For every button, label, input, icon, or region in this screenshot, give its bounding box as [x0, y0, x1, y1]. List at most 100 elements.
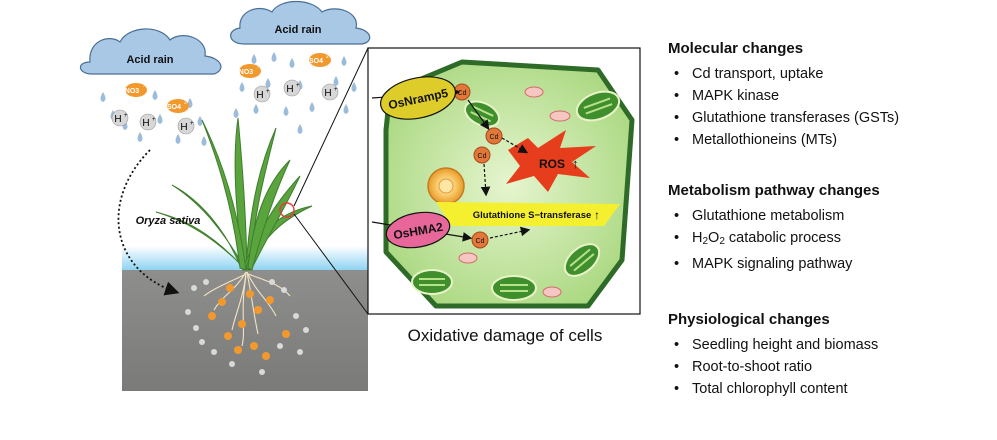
item-text: Glutathione transferases (GSTs) — [692, 110, 900, 126]
cd-ion: Cd — [485, 127, 503, 145]
list-item: •Metallothioneins (MTs) — [668, 129, 988, 151]
uptake-arrow — [117, 149, 180, 296]
h-ion: H + — [111, 109, 129, 127]
ros-up-arrow: ↑ — [572, 156, 579, 171]
no3-charge: - — [257, 65, 259, 71]
cd-ion: Cd — [473, 146, 491, 164]
chloroplasts — [411, 90, 621, 301]
cd-label: Cd — [476, 238, 485, 245]
h-label: H — [256, 90, 263, 101]
item-text: Root-to-shoot ratio — [692, 359, 813, 375]
section-list: • Glutathione metabolism • H2O2 catabolic … — [668, 205, 988, 275]
cloud-left: Acid rain — [79, 28, 222, 75]
list-item: •Cd transport, uptake — [668, 63, 988, 85]
so4-label: SO4 — [167, 104, 181, 111]
no3-label: NO3 — [125, 88, 140, 95]
section-list: •Cd transport, uptake • MAPK kinase • Glut… — [668, 63, 988, 151]
h2o2-sub: 2 — [719, 236, 725, 247]
list-item: • MAPK kinase — [668, 85, 988, 107]
so4-label: SO4 — [309, 58, 323, 65]
soil-cd-ions — [185, 279, 309, 375]
zoom-line-top — [293, 47, 369, 207]
h-ion: H + — [253, 85, 271, 103]
h-ion: H + — [283, 79, 301, 97]
cd-ion: Cd — [471, 231, 489, 249]
zoom-line-bottom — [293, 213, 369, 315]
h-label: H — [142, 118, 149, 129]
plant-name: Oryza sativa — [136, 215, 201, 227]
section-title: Physiological changes — [668, 311, 830, 328]
zoom-circle — [279, 202, 295, 218]
h-plus: + — [190, 121, 194, 127]
item-text: MAPK kinase — [692, 88, 780, 104]
h-plus: + — [124, 113, 128, 119]
h-label: H — [180, 122, 187, 133]
metabolism-section: Metabolism pathway changes • Glutathione … — [668, 182, 988, 275]
gst-label: Glutathione S−transferase — [473, 210, 592, 221]
bullet: • — [674, 88, 680, 104]
item-text: Seedling height and biomass — [692, 337, 879, 353]
list-item: • MAPK signaling pathway — [668, 253, 988, 275]
list-item: • Seedling height and biomass — [668, 334, 988, 356]
list-item: • Root-to-shoot ratio — [668, 356, 988, 378]
item-text: Total chlorophyll content — [692, 381, 848, 397]
bullet: • — [674, 208, 680, 224]
ions-right: NO3 - SO4 2- H + H + H + — [239, 53, 339, 103]
gst-band: Glutathione S−transferase ↑ — [436, 202, 620, 226]
so4-ion: SO4 2- — [309, 53, 331, 67]
cloud-right-label: Acid rain — [274, 24, 321, 36]
no3-charge: - — [143, 84, 145, 90]
bullet: • — [674, 132, 680, 148]
osnramp5-transporter: OsNramp5 — [379, 76, 457, 120]
list-item: • Total chlorophyll content — [668, 378, 988, 400]
gst-up-arrow: ↑ — [594, 208, 600, 222]
section-list: • Seedling height and biomass • Root-to-sh… — [668, 334, 988, 400]
ros-label: ROS — [539, 157, 565, 171]
h-ion: H + — [321, 83, 339, 101]
cd-label: Cd — [478, 153, 487, 160]
h-label: H — [114, 114, 121, 125]
bullet: • — [674, 256, 680, 272]
cell-caption: Oxidative damage of cells — [408, 326, 603, 345]
cd-label: Cd — [458, 90, 467, 97]
ros-burst: ROS ↑ — [506, 130, 596, 192]
no3-label: NO3 — [239, 69, 254, 76]
bullet: • — [674, 230, 680, 246]
oshma2-transporter: OsHMA2 — [385, 211, 451, 249]
h-label: H — [286, 84, 293, 95]
h-ion: H + — [139, 113, 157, 131]
no3-ion: NO3 - — [125, 83, 147, 97]
h-ion: H + — [177, 117, 195, 135]
ions-left: NO3 - SO4 2- H + H + H + — [111, 83, 195, 135]
molecular-section: Molecular changes •Cd transport, uptake … — [668, 40, 988, 151]
list-item: • Glutathione metabolism — [668, 205, 988, 227]
mitochondria — [458, 86, 571, 298]
h-plus: + — [152, 117, 156, 123]
list-item: • H2O2 catabolic process — [668, 227, 988, 253]
so4-charge: 2- — [326, 54, 331, 60]
cloud-right: Acid rain — [230, 1, 371, 45]
h2o2-h: H — [692, 230, 703, 246]
h-plus: + — [296, 83, 300, 89]
h-plus: + — [266, 89, 270, 95]
physiological-section: Physiological changes • Seedling height a… — [668, 311, 988, 400]
bullet: • — [674, 381, 680, 397]
section-title: Metabolism pathway changes — [668, 182, 880, 199]
nucleus — [427, 167, 465, 205]
cloud-left-label: Acid rain — [126, 54, 173, 66]
bullet: • — [674, 359, 680, 375]
h2o2-o: O — [708, 230, 720, 246]
no3-ion: NO3 - — [239, 64, 261, 78]
item-text: MAPK signaling pathway — [692, 256, 853, 272]
bullet: • — [674, 337, 680, 353]
cd-label: Cd — [490, 134, 499, 141]
item-text: Glutathione metabolism — [692, 208, 845, 224]
cell-panel: ROS ↑ Glutathione S−transferase ↑ Cd Cd … — [367, 47, 641, 315]
section-title: Molecular changes — [668, 40, 804, 57]
acid-rain-scene: Acid rain Acid rain — [79, 1, 371, 391]
so4-ion: SO4 2- — [167, 99, 189, 113]
h2o2-sub: 2 — [702, 236, 709, 247]
h2o2-item-text: H2O2 catabolic process — [692, 230, 841, 247]
rice-plant — [155, 117, 313, 347]
